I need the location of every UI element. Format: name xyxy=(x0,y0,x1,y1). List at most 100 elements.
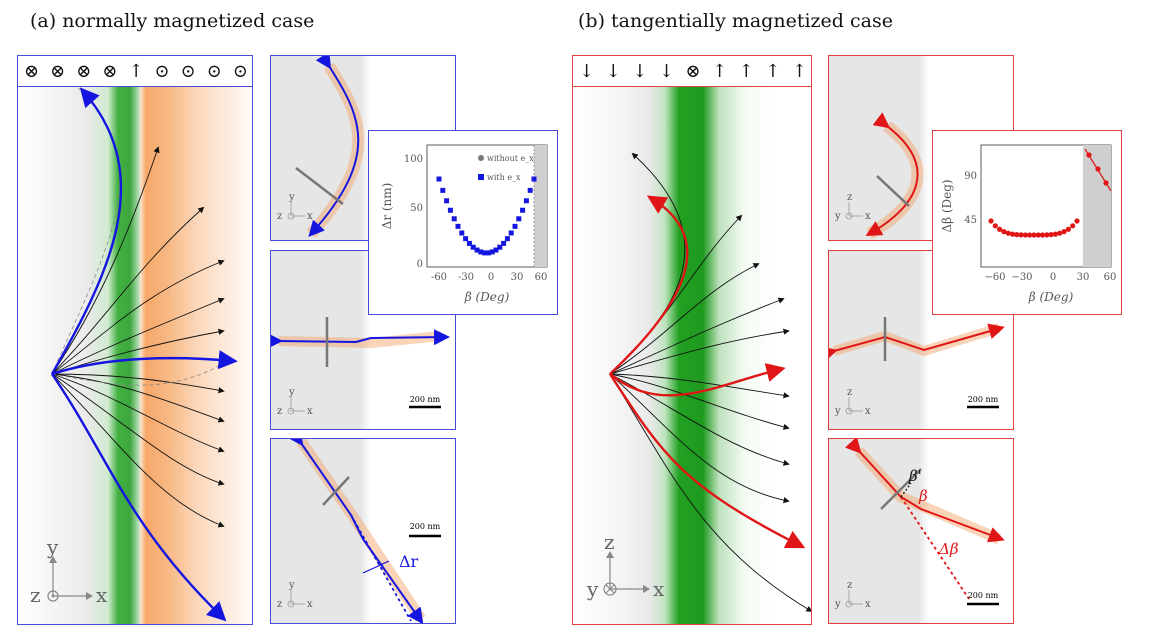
inset-b-point xyxy=(992,223,998,229)
inset-a-point xyxy=(512,223,518,229)
inset-b-point xyxy=(1052,231,1059,237)
inset-a-point xyxy=(470,244,476,250)
svg-text:y: y xyxy=(834,406,841,417)
inset-a-point xyxy=(478,249,484,255)
panel-a-inset-xlabel: β (Deg) xyxy=(464,290,510,304)
svg-text:x: x xyxy=(307,599,313,610)
panel-a-domain-symbol: ↑ xyxy=(128,61,144,82)
panel-b-domain-symbol: ⊗ xyxy=(685,61,701,82)
panel-a-trajectories: y z x xyxy=(30,87,238,622)
panel-b-axis-z: z xyxy=(604,530,615,554)
panel-b-beta-prime: β' xyxy=(908,467,922,485)
panel-a-domain-symbol: ⊙ xyxy=(232,61,248,82)
svg-text:y: y xyxy=(834,211,841,222)
inset-b-point xyxy=(1074,218,1080,224)
panel-b-domain-symbol: ↑ xyxy=(765,61,781,82)
inset-a-point xyxy=(447,207,453,213)
svg-text:z: z xyxy=(277,599,282,610)
svg-text:z: z xyxy=(277,406,282,417)
panel-b-main: ↓↓↓↓⊗↑↑↑↑ xyxy=(572,55,812,625)
panel-a-domain-symbol: ⊗ xyxy=(50,61,66,82)
panel-a-domain-symbol: ⊙ xyxy=(154,61,170,82)
svg-text:z: z xyxy=(277,211,282,222)
panel-a-inset-ylabel: Δr (nm) xyxy=(380,183,394,230)
inset-b-point xyxy=(1018,232,1024,238)
inset-a-point xyxy=(497,244,503,250)
inset-a-point xyxy=(531,176,537,182)
inset-a-point xyxy=(527,187,533,193)
panel-a-domain-bar: ⊗⊗⊗⊗↑⊙⊙⊙⊙ xyxy=(18,56,252,87)
svg-text:x: x xyxy=(865,211,871,222)
panel-b-inset-ylabel: Δβ (Deg) xyxy=(940,179,954,232)
inset-b-point xyxy=(1022,232,1028,238)
panel-b-axes-icon: z y x xyxy=(586,530,665,601)
panel-b-domain-symbol: ↑ xyxy=(791,61,807,82)
inset-b-point xyxy=(1027,232,1033,238)
panel-a-axis-z: z xyxy=(30,583,41,607)
panel-b-axis-y: y xyxy=(586,577,599,601)
inset-b-point xyxy=(1057,230,1063,236)
inset-a-point xyxy=(493,247,499,253)
inset-b-point xyxy=(997,226,1003,232)
panel-b-domain-symbol: ↓ xyxy=(579,61,595,82)
svg-text:90: 90 xyxy=(964,171,977,182)
panel-a-axis-x: x xyxy=(96,583,108,607)
svg-text:x: x xyxy=(307,211,313,222)
svg-text:-60: -60 xyxy=(431,272,447,283)
inset-a-point xyxy=(459,230,465,236)
svg-text:with e_x: with e_x xyxy=(487,173,521,182)
inset-a-point xyxy=(444,198,450,204)
svg-text:0: 0 xyxy=(488,272,494,283)
panel-b-delta-beta: Δβ xyxy=(938,540,959,558)
svg-text:y: y xyxy=(288,387,295,398)
svg-text:100: 100 xyxy=(404,154,423,165)
svg-text:60: 60 xyxy=(1104,272,1117,283)
inset-a-point xyxy=(501,240,507,246)
panel-b-title: (b) tangentially magnetized case xyxy=(578,10,893,32)
panel-a-scalebar-2: 200 nm xyxy=(410,522,441,531)
inset-a-point xyxy=(474,247,480,253)
svg-text:30: 30 xyxy=(1077,272,1090,283)
inset-b-point xyxy=(1044,232,1050,238)
panel-b-domain-symbol: ↓ xyxy=(632,61,648,82)
panel-a-main: ⊗⊗⊗⊗↑⊙⊙⊙⊙ xyxy=(17,55,253,625)
svg-text:50: 50 xyxy=(410,203,423,214)
inset-b-point xyxy=(1070,223,1076,229)
inset-b-point xyxy=(1009,231,1016,237)
inset-b-point xyxy=(1040,232,1046,238)
panel-b-domain-symbol: ↓ xyxy=(658,61,674,82)
inset-b-point xyxy=(1001,229,1007,235)
inset-a-point xyxy=(440,187,446,193)
svg-text:z: z xyxy=(847,192,852,203)
svg-text:-30: -30 xyxy=(458,272,474,283)
inset-a-point xyxy=(516,216,522,222)
inset-a-point xyxy=(451,216,457,222)
inset-b-point xyxy=(1103,180,1109,186)
svg-text:45: 45 xyxy=(964,215,977,226)
svg-text:y: y xyxy=(288,192,295,203)
panel-b-domain-symbol: ↑ xyxy=(738,61,754,82)
inset-a-point xyxy=(489,249,495,255)
inset-b-point xyxy=(1065,226,1071,232)
svg-text:y: y xyxy=(834,599,841,610)
svg-text:x: x xyxy=(865,599,871,610)
panel-a-axes-icon: y z x xyxy=(30,535,108,607)
inset-b-point xyxy=(1061,229,1067,235)
svg-text:x: x xyxy=(865,406,871,417)
panel-b-domain-symbol: ↑ xyxy=(712,61,728,82)
inset-b-point xyxy=(1031,232,1037,238)
svg-text:0: 0 xyxy=(1050,272,1056,283)
inset-b-point xyxy=(1086,152,1092,158)
inset-b-point xyxy=(1035,232,1041,238)
panel-b-beta: β xyxy=(918,487,928,505)
panel-a-domain-symbol: ⊗ xyxy=(24,61,40,82)
panel-a-inset: 100 50 0 -60 -30 0 30 60 β (Deg) Δr (nm)… xyxy=(368,130,558,315)
panel-b-axis-x: x xyxy=(653,577,665,601)
inset-a-point xyxy=(455,223,461,229)
panel-b-scalebar-1: 200 nm xyxy=(968,395,999,404)
inset-a-point xyxy=(436,176,442,182)
panel-a-title: (a) normally magnetized case xyxy=(30,10,315,32)
